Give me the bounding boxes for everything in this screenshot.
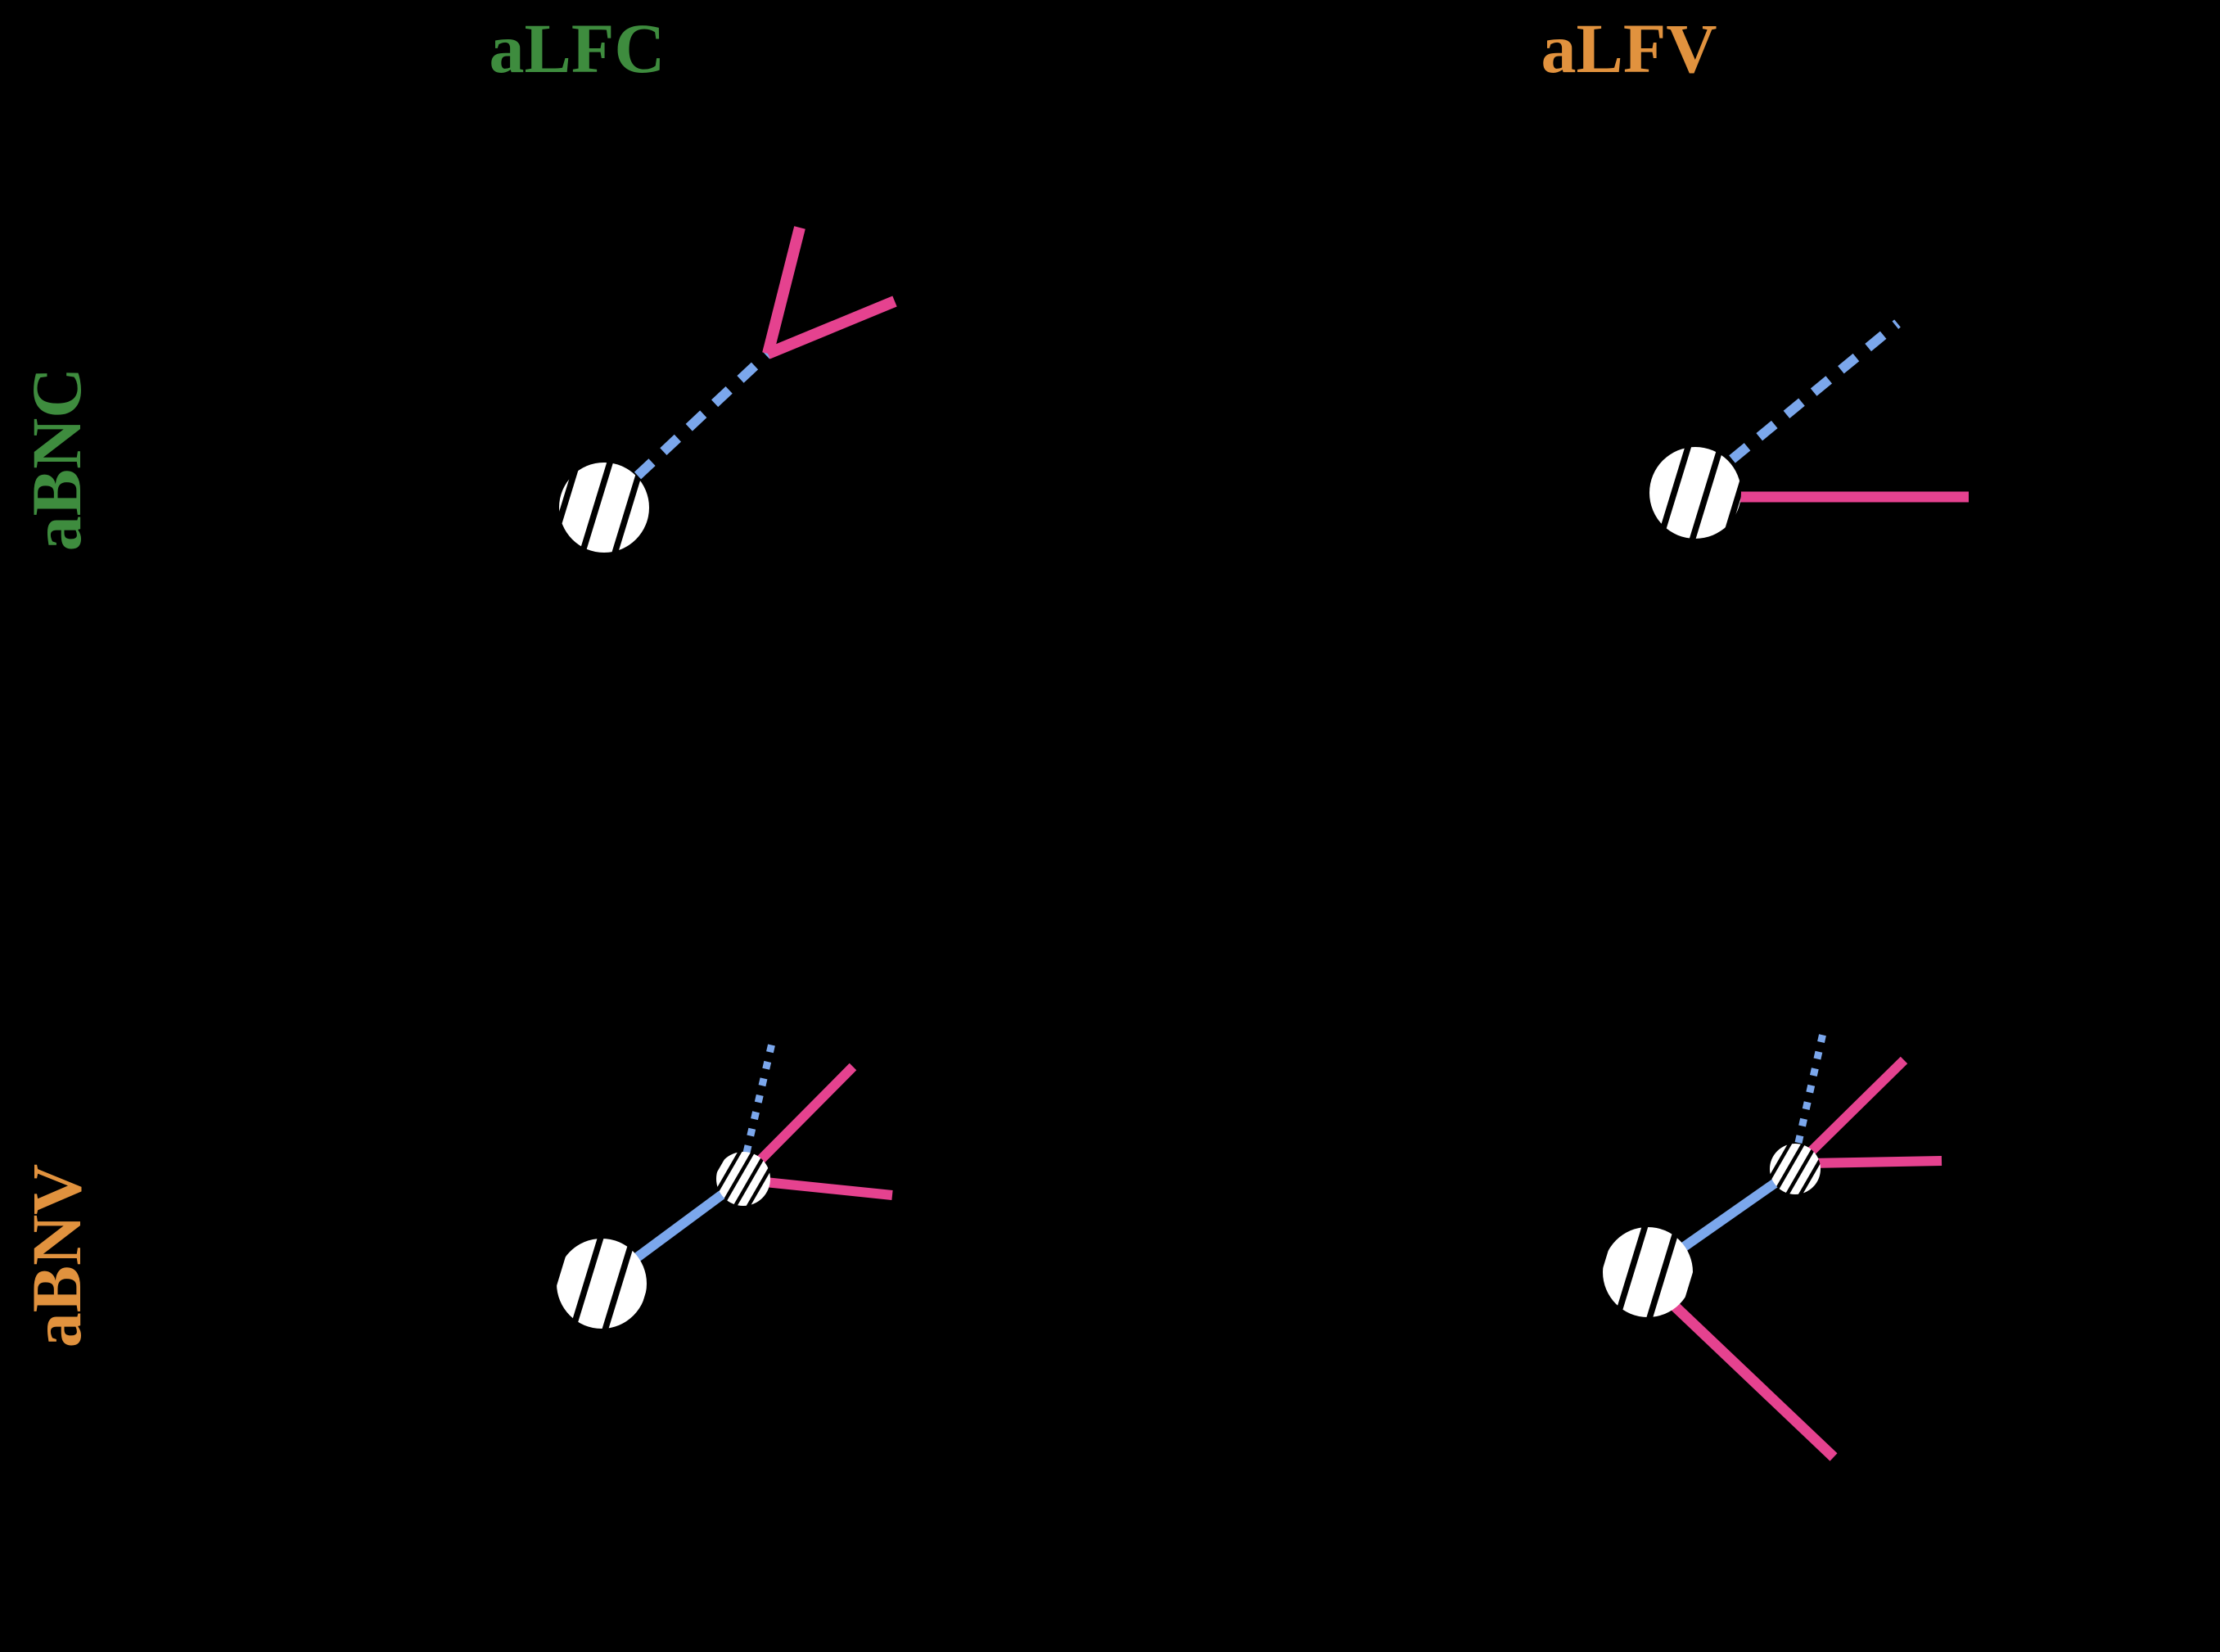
- abnv-alfv-dotted-propagator: [1794, 1025, 1829, 1144]
- abnc-alfc-fermion-line-right: [765, 296, 897, 359]
- abnc-alfc-hatched-blob: [559, 463, 649, 553]
- diagram-abnv-alfv: [1603, 1025, 1943, 1461]
- abnv-alfv-fermion-line-up: [1803, 1056, 1908, 1160]
- diagram-abnc-alfv: [1649, 319, 1969, 539]
- abnc-alfc-fermion-line-up: [762, 226, 805, 355]
- abnc-alfv-hatched-blob: [1649, 447, 1741, 539]
- abnv-alfv-fermion-line-right: [1808, 1156, 1943, 1168]
- abnv-alfv-large-hatched-blob: [1603, 1227, 1693, 1317]
- abnc-alfv-dashed-propagator: [1729, 319, 1901, 463]
- column-header-alfc: aLFC: [490, 9, 666, 88]
- abnv-alfc-small-hatched-blob: [716, 1152, 770, 1206]
- abnv-alfc-large-hatched-blob: [557, 1239, 647, 1329]
- abnv-alfc-fermion-line-up: [751, 1063, 857, 1170]
- abnv-alfv-fermion-line-down: [1666, 1298, 1838, 1461]
- diagram-abnc-alfc: [559, 226, 897, 553]
- abnv-alfc-dotted-propagator: [742, 1038, 777, 1154]
- row-header-abnv: aBNV: [17, 1164, 96, 1348]
- column-header-alfv: aLFV: [1541, 9, 1717, 88]
- diagram-abnv-alfc: [557, 1038, 893, 1329]
- row-header-abnc: aBNC: [17, 368, 96, 552]
- abnv-alfv-small-hatched-blob: [1770, 1144, 1821, 1194]
- abnc-alfc-dashed-propagator: [634, 350, 772, 480]
- abnv-alfc-fermion-line-right: [756, 1176, 893, 1200]
